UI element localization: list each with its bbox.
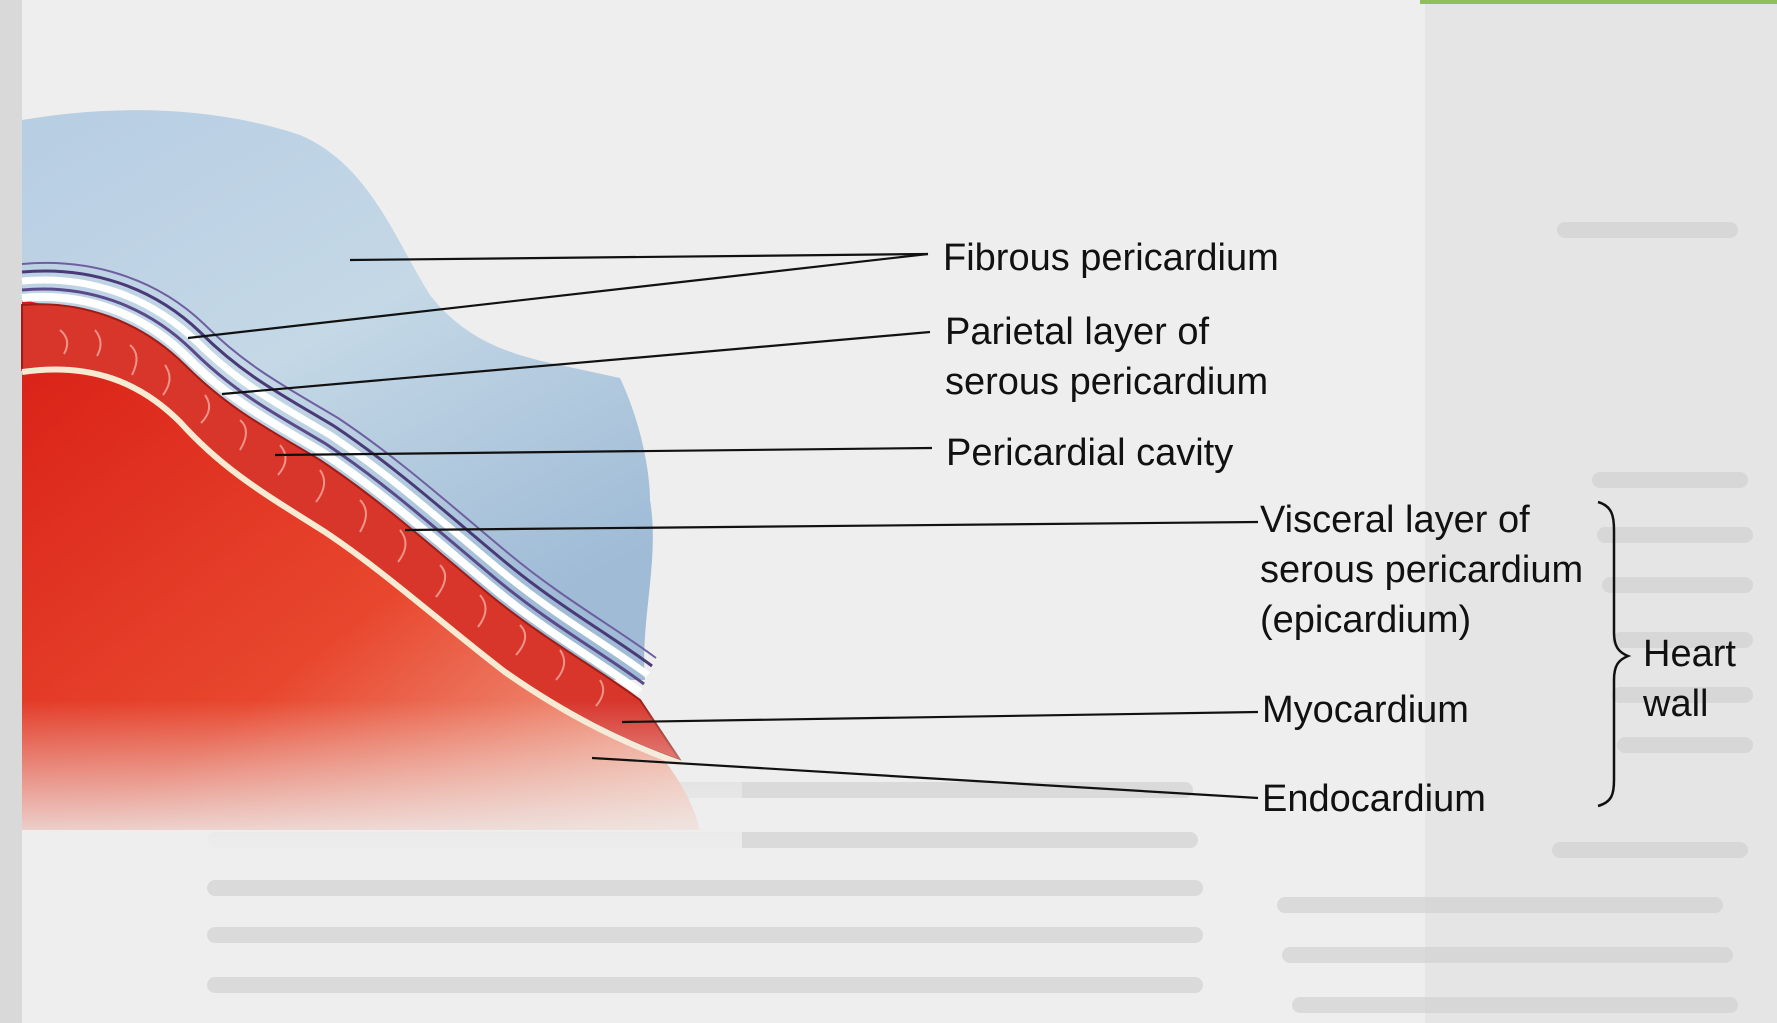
label-heart-wall-line2: wall [1642, 683, 1708, 725]
label-parietal-layer-line2: serous pericardium [945, 361, 1268, 403]
label-endocardium: Endocardium [1262, 778, 1486, 820]
label-visceral-layer-line1: Visceral layer of [1260, 499, 1530, 541]
green-border-strip [1420, 0, 1777, 4]
label-fibrous-pericardium: Fibrous pericardium [943, 237, 1279, 279]
label-visceral-layer-line3: (epicardium) [1260, 599, 1471, 641]
label-visceral-layer-line2: serous pericardium [1260, 549, 1583, 591]
page-edge [0, 0, 22, 1023]
label-myocardium: Myocardium [1262, 689, 1469, 731]
label-pericardial-cavity: Pericardial cavity [946, 432, 1233, 474]
label-heart-wall-line1: Heart [1643, 633, 1736, 675]
bottom-fade [22, 700, 742, 860]
label-parietal-layer-line1: Parietal layer of [945, 311, 1209, 353]
